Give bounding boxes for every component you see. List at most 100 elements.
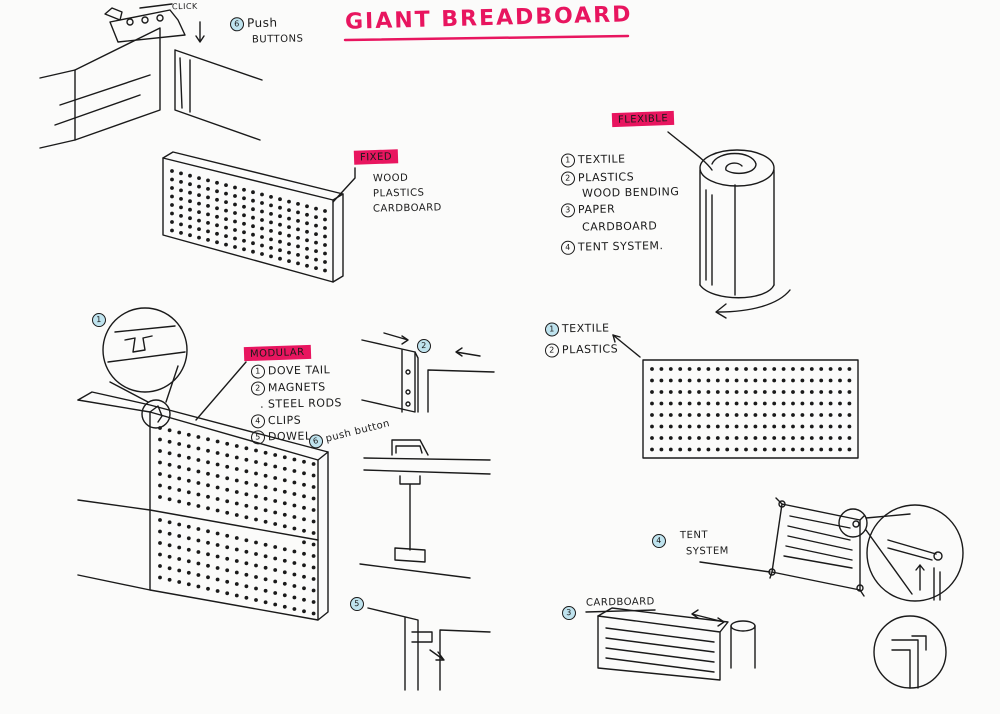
hole <box>254 483 258 487</box>
hole <box>311 542 316 547</box>
hole <box>186 455 191 460</box>
hole <box>260 235 264 239</box>
hole <box>314 240 318 245</box>
hole <box>282 570 287 575</box>
hole <box>292 607 297 611</box>
hole <box>177 499 182 504</box>
hole <box>828 447 833 452</box>
hole <box>233 245 237 249</box>
hole <box>179 231 183 235</box>
hole <box>158 575 162 580</box>
hole <box>206 448 210 453</box>
hole <box>244 549 249 554</box>
hole <box>233 202 237 207</box>
dowel-joint-badge: 5 <box>349 596 367 612</box>
hole <box>234 467 239 471</box>
hole <box>260 243 264 248</box>
hole <box>687 378 692 383</box>
magnets-joint-drawing <box>361 332 495 413</box>
modular-tag: MODULAR <box>243 344 311 362</box>
hole <box>753 436 758 440</box>
hole <box>242 213 246 218</box>
hole <box>296 227 300 232</box>
flexible-item: WOOD BENDING <box>581 185 680 200</box>
hole <box>819 367 824 371</box>
hole <box>668 401 673 406</box>
hole <box>282 524 287 529</box>
hole <box>177 534 182 538</box>
hole <box>311 485 316 489</box>
hole <box>781 367 786 371</box>
hole <box>781 390 786 394</box>
hole <box>659 367 664 371</box>
hole <box>278 205 282 210</box>
hole <box>177 580 182 584</box>
hole <box>838 413 842 417</box>
hole <box>251 224 255 229</box>
tent-system-drawing <box>699 497 964 689</box>
hole <box>302 551 306 556</box>
hole <box>197 184 201 189</box>
hole <box>697 390 701 394</box>
fixed-material-plastics: PLASTICS <box>372 187 425 200</box>
hole <box>234 559 239 563</box>
hole <box>311 496 316 501</box>
hole <box>206 178 210 183</box>
hole <box>715 367 720 371</box>
hole <box>734 401 739 406</box>
number-badge: 6 <box>229 16 245 31</box>
hole <box>234 593 239 598</box>
hole <box>314 232 318 237</box>
hole <box>282 455 287 460</box>
hole <box>772 390 777 394</box>
hole <box>762 447 767 452</box>
hole <box>269 237 273 242</box>
hole <box>314 257 318 262</box>
hole <box>215 554 220 559</box>
hole <box>296 253 300 257</box>
hole <box>314 206 318 211</box>
hole <box>305 212 309 217</box>
flexible-item: CARDBOARD <box>581 219 658 234</box>
hole <box>263 600 268 605</box>
dovetail-callout-badge: 1 <box>91 312 109 328</box>
hole <box>282 593 287 598</box>
hole <box>292 561 297 565</box>
hole <box>215 214 219 219</box>
hole <box>762 367 767 371</box>
hole <box>715 424 720 429</box>
hole <box>225 453 230 458</box>
hole <box>206 221 210 225</box>
hole <box>206 540 210 545</box>
hole <box>305 238 309 243</box>
hole <box>668 378 673 383</box>
hole <box>715 413 720 417</box>
hole <box>847 436 852 440</box>
hole <box>323 268 327 273</box>
hole <box>809 413 814 417</box>
hole <box>809 401 814 406</box>
hole <box>234 570 239 575</box>
hole <box>254 448 258 453</box>
hole <box>225 464 230 469</box>
hole <box>734 447 739 452</box>
hole <box>819 378 824 383</box>
hole <box>311 554 316 558</box>
fixed-board-drawing <box>162 151 356 283</box>
hole <box>158 495 162 499</box>
hole <box>772 436 777 440</box>
hole <box>179 214 183 218</box>
hole <box>254 517 258 522</box>
hole <box>254 563 258 568</box>
hole <box>650 378 654 383</box>
hole <box>734 367 739 371</box>
hole <box>177 476 182 481</box>
hole <box>167 485 172 490</box>
hole <box>697 401 701 406</box>
hole <box>314 266 318 270</box>
hole <box>196 504 201 508</box>
flat-panel-holes <box>650 367 852 452</box>
hole <box>650 447 654 452</box>
